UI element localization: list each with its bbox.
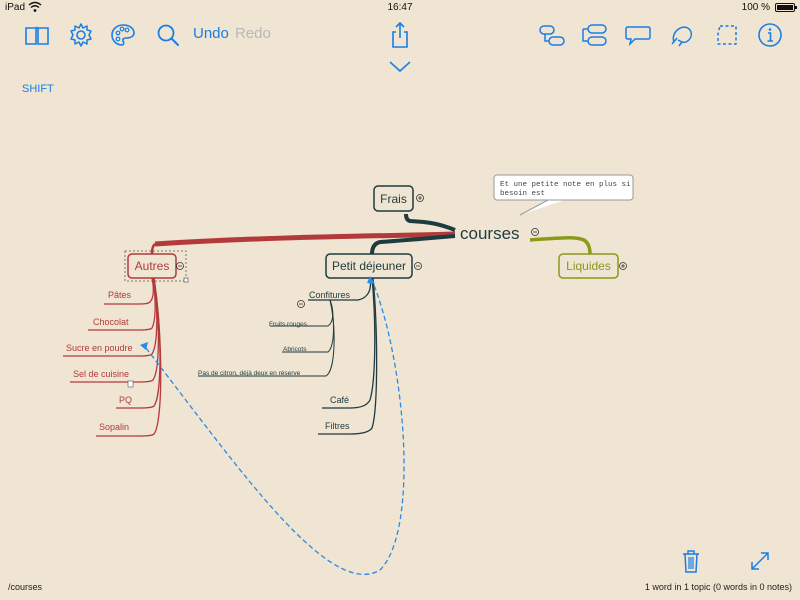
topic-sel[interactable]: Sel de cuisine — [73, 369, 129, 379]
chevron-down-icon[interactable] — [387, 57, 413, 77]
note-line-2: besoin est — [500, 190, 545, 198]
shift-button[interactable]: SHIFT — [22, 83, 54, 95]
topic-pq[interactable]: PQ — [119, 395, 132, 405]
topic-abricots[interactable]: Abricots — [283, 346, 307, 353]
relation-icon[interactable] — [668, 20, 698, 50]
add-sibling-icon[interactable] — [580, 20, 610, 50]
topic-sopalin[interactable]: Sopalin — [99, 422, 129, 432]
resize-handle[interactable] — [183, 277, 189, 283]
add-subtopic-icon[interactable] — [537, 20, 567, 50]
branch-petit-dejeuner — [370, 234, 456, 255]
battery-icon — [775, 3, 797, 12]
svg-text:Autres: Autres — [135, 259, 170, 273]
clock: 16:47 — [387, 2, 413, 13]
topic-fruits-rouges[interactable]: Fruits rouges — [269, 321, 308, 328]
topic-cafe[interactable]: Café — [330, 395, 349, 405]
topic-confitures[interactable]: Confitures — [309, 290, 351, 300]
svg-text:Frais: Frais — [380, 192, 407, 206]
svg-text:Petit déjeuner: Petit déjeuner — [332, 259, 406, 273]
search-icon[interactable] — [153, 20, 183, 50]
info-icon[interactable] — [755, 20, 785, 50]
redo-button[interactable]: Redo — [235, 25, 271, 42]
relationship-arrow-start — [140, 342, 148, 350]
toolbar: Undo Redo — [0, 16, 800, 54]
central-topic[interactable]: courses — [460, 224, 520, 243]
trash-icon[interactable] — [678, 548, 704, 574]
gear-icon[interactable] — [66, 20, 96, 50]
topic-filtres[interactable]: Filtres — [325, 421, 350, 431]
svg-text:Liquides: Liquides — [566, 259, 611, 273]
document-path: /courses — [8, 582, 43, 592]
device-label: iPad — [5, 2, 26, 13]
share-icon[interactable] — [385, 20, 415, 50]
selection-box — [124, 250, 187, 282]
relationship-arrow-end — [367, 276, 375, 284]
note-marker-icon[interactable] — [127, 380, 134, 388]
status-bar: iPad 16:47 100 % — [0, 0, 800, 16]
topic-liquides[interactable] — [558, 253, 619, 279]
palette-icon[interactable] — [108, 20, 138, 50]
topic-petit-dejeuner[interactable] — [325, 253, 413, 279]
wifi-icon — [28, 1, 42, 12]
relationship-line[interactable] — [145, 279, 405, 576]
branch-liquides — [529, 235, 592, 255]
word-count: 1 word in 1 topic (0 words in 0 notes) — [644, 582, 792, 592]
undo-button[interactable]: Undo — [193, 25, 229, 42]
note-box — [493, 174, 634, 201]
topic-frais[interactable] — [373, 185, 414, 212]
book-icon[interactable] — [22, 20, 52, 50]
note-bubble-icon[interactable] — [623, 20, 653, 50]
topic-pates[interactable]: Pâtes — [108, 290, 132, 300]
topic-citron[interactable]: Pas de citron, déjà deux en réserve — [198, 370, 301, 377]
topic-sucre[interactable]: Sucre en poudre — [66, 343, 133, 353]
note-pointer — [519, 199, 565, 216]
boundary-icon[interactable] — [712, 20, 742, 50]
topic-chocolat[interactable]: Chocolat — [93, 317, 129, 327]
branch-frais — [404, 213, 456, 232]
fullscreen-icon[interactable] — [747, 548, 773, 574]
battery-percent: 100 % — [741, 2, 770, 13]
note-line-1: Et une petite note en plus si — [500, 181, 631, 189]
branch-autres — [154, 231, 456, 247]
